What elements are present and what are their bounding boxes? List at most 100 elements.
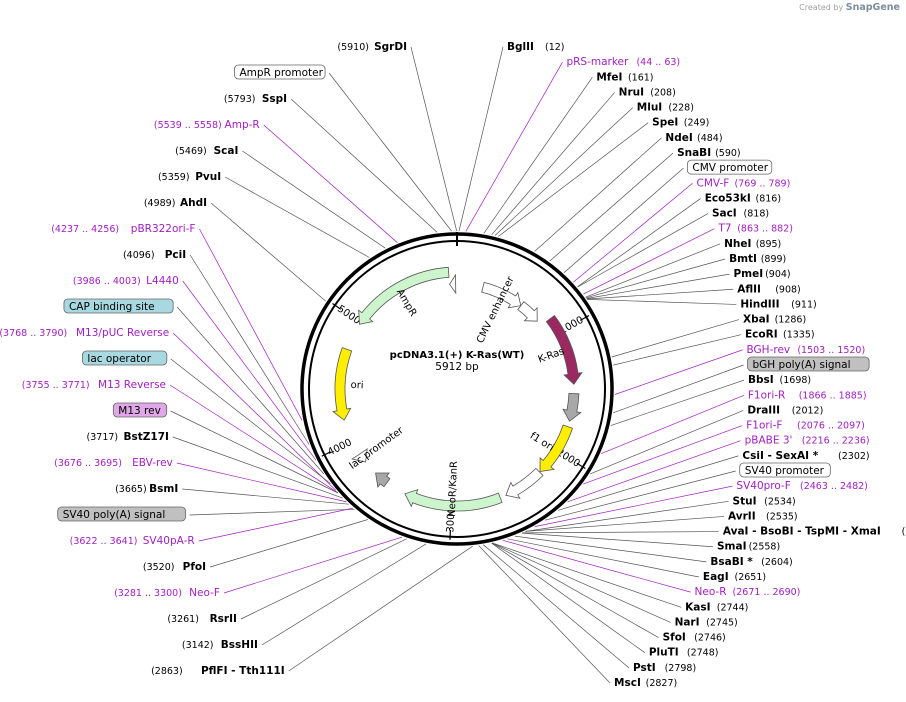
sv40-poly-a-signal-feature[interactable] bbox=[375, 472, 391, 488]
sgrdi-leader bbox=[410, 46, 458, 232]
site-cmv-promoter[interactable]: CMV promoter bbox=[686, 159, 773, 175]
bmti-leader bbox=[585, 258, 726, 299]
bbsi-position: (1698) bbox=[780, 375, 812, 386]
sv40pa-r-leader bbox=[198, 507, 354, 542]
spei-position: (249) bbox=[684, 118, 710, 129]
site-sspi[interactable]: SspI(5793) bbox=[224, 93, 287, 105]
site-eco53ki[interactable]: Eco53kI(816) bbox=[705, 192, 781, 204]
site-spei[interactable]: SpeI(249) bbox=[652, 117, 709, 129]
saci-leader bbox=[577, 213, 709, 288]
site-pflfi-tth111i[interactable]: PflFI - Tth111I(2863) bbox=[151, 665, 285, 677]
site-hindiii[interactable]: HindIII(911) bbox=[740, 298, 816, 310]
site-smai[interactable]: SmaI(2558) bbox=[717, 541, 780, 553]
site-bsabi[interactable]: BsaBI *(2604) bbox=[710, 556, 792, 568]
site-t7[interactable]: T7(863 .. 882) bbox=[717, 223, 793, 235]
site-bmti[interactable]: BmtI(899) bbox=[729, 253, 786, 265]
site-kasi[interactable]: KasI(2744) bbox=[685, 601, 748, 613]
f1-ori-feature[interactable] bbox=[539, 424, 574, 472]
site-rsrii[interactable]: RsrII(3261) bbox=[167, 613, 237, 625]
site-sv40pa-r[interactable]: SV40pA-R(3622 .. 3641) bbox=[70, 535, 195, 547]
site-mlui[interactable]: MluI(228) bbox=[637, 102, 694, 114]
site-stui[interactable]: StuI(2534) bbox=[733, 495, 796, 507]
site-cmv-f[interactable]: CMV-F(769 .. 789) bbox=[697, 177, 791, 189]
site-pcii[interactable]: PciI(4096) bbox=[123, 249, 186, 261]
site-eagi[interactable]: EagI(2651) bbox=[703, 571, 766, 583]
site-sfoi[interactable]: SfoI(2746) bbox=[663, 632, 726, 644]
cmv-promoter-leader bbox=[563, 167, 684, 273]
site-avai-bsobi-tspmi-xmai[interactable]: AvaI - BsoBI - TspMI - XmaI(2556) bbox=[723, 526, 906, 538]
k-ras-feature[interactable] bbox=[545, 314, 583, 385]
site-ampr-promoter[interactable]: AmpR promoter bbox=[234, 64, 326, 80]
site-bgh-rev[interactable]: BGH-rev(1503 .. 1520) bbox=[747, 344, 866, 356]
ebv-rev-position: (3676 .. 3695) bbox=[54, 458, 122, 469]
site-f1ori-f[interactable]: F1ori-F(2076 .. 2097) bbox=[746, 420, 865, 432]
site-sgrdi[interactable]: SgrDI(5910) bbox=[337, 41, 407, 53]
site-ahdi[interactable]: AhdI(4989) bbox=[144, 197, 207, 209]
ampr-promoter-feature[interactable] bbox=[449, 273, 457, 295]
site-bsmi[interactable]: BsmI(3665) bbox=[115, 483, 178, 495]
site-msci[interactable]: MscI(2827) bbox=[614, 677, 677, 689]
site-ndei[interactable]: NdeI(484) bbox=[665, 132, 722, 144]
site-neo-f[interactable]: Neo-F(3281 .. 3300) bbox=[114, 587, 220, 599]
site-draiii[interactable]: DraIII(2012) bbox=[747, 404, 823, 416]
site-pluti[interactable]: PluTI(2748) bbox=[649, 647, 719, 659]
site-scai[interactable]: ScaI(5469) bbox=[175, 145, 238, 157]
site-bgh-poly-a-signal[interactable]: bGH poly(A) signal bbox=[747, 356, 870, 372]
site-aflii[interactable]: AflII(908) bbox=[737, 283, 801, 295]
site-pbabe-3[interactable]: pBABE 3'(2216 .. 2236) bbox=[745, 435, 870, 447]
cmv-promoter-feature[interactable] bbox=[517, 301, 538, 322]
site-l4440[interactable]: L4440(3986 .. 4003) bbox=[73, 275, 179, 287]
ori-feature[interactable] bbox=[332, 347, 353, 421]
site-prs-marker[interactable]: pRS-marker(44 .. 63) bbox=[566, 56, 680, 68]
site-bglii[interactable]: BglII(12) bbox=[507, 41, 565, 53]
csii-sexai-leader bbox=[558, 455, 739, 511]
site-pvui[interactable]: PvuI(5359) bbox=[158, 171, 221, 183]
site-sv40pro-f[interactable]: SV40pro-F(2463 .. 2482) bbox=[736, 480, 867, 492]
sv40-promoter-box bbox=[739, 462, 831, 478]
sv40pro-f-name: SV40pro-F bbox=[736, 480, 790, 492]
site-m13-puc-reverse[interactable]: M13/pUC Reverse(3768 .. 3790) bbox=[0, 327, 169, 339]
site-f1ori-r[interactable]: F1ori-R(1866 .. 1885) bbox=[748, 389, 867, 401]
site-m13-rev[interactable]: M13 rev bbox=[112, 402, 168, 418]
site-pfoi[interactable]: PfoI(3520) bbox=[143, 561, 206, 573]
site-pmei[interactable]: PmeI(904) bbox=[733, 268, 790, 280]
site-m13-reverse[interactable]: M13 Reverse(3755 .. 3771) bbox=[22, 379, 166, 391]
site-ebv-rev[interactable]: EBV-rev(3676 .. 3695) bbox=[54, 457, 173, 469]
site-cap-binding-site[interactable]: CAP binding site bbox=[63, 298, 174, 314]
cmv-enhancer-feature[interactable] bbox=[481, 281, 522, 309]
site-avrii[interactable]: AvrII(2535) bbox=[728, 510, 798, 522]
bgh-poly-a-signal-feature[interactable] bbox=[562, 392, 582, 422]
prs-marker-name: pRS-marker bbox=[566, 56, 629, 68]
site-sv40-poly-a-signal[interactable]: SV40 poly(A) signal bbox=[57, 506, 186, 522]
site-mfei[interactable]: MfeI(161) bbox=[596, 71, 653, 83]
site-lac-operator[interactable]: lac operator bbox=[82, 350, 168, 366]
site-saci[interactable]: SacI(818) bbox=[712, 208, 769, 220]
site-nrui[interactable]: NruI(208) bbox=[619, 86, 676, 98]
tick-mark bbox=[332, 303, 342, 310]
site-pbr322ori-f[interactable]: pBR322ori-F(4237 .. 4256) bbox=[51, 223, 195, 235]
site-csii-sexai[interactable]: CsiI - SexAI *(2302) bbox=[742, 450, 869, 462]
pmei-name: PmeI bbox=[733, 268, 763, 280]
site-ecori[interactable]: EcoRI(1335) bbox=[745, 329, 815, 341]
site-bbsi[interactable]: BbsI(1698) bbox=[748, 374, 811, 386]
bgh-rev-position: (1503 .. 1520) bbox=[797, 345, 865, 356]
site-bsshii[interactable]: BssHII(3142) bbox=[182, 639, 258, 651]
site-xbai[interactable]: XbaI(1286) bbox=[743, 314, 806, 326]
bsabi-position: (2604) bbox=[761, 557, 793, 568]
eagi-name: EagI bbox=[703, 571, 729, 583]
site-nari[interactable]: NarI(2745) bbox=[675, 616, 738, 628]
site-snabi[interactable]: SnaBI(590) bbox=[677, 147, 741, 159]
site-neo-r[interactable]: Neo-R(2671 .. 2690) bbox=[695, 586, 801, 598]
lac-promoter-feature[interactable] bbox=[351, 448, 368, 463]
sspi-name: SspI bbox=[262, 93, 287, 105]
site-nhei[interactable]: NheI(895) bbox=[724, 238, 781, 250]
tick-label: 4000 bbox=[326, 437, 354, 458]
neor-kanr-feature[interactable] bbox=[404, 488, 503, 512]
sv40-promoter-feature[interactable] bbox=[505, 467, 544, 499]
site-psti[interactable]: PstI(2798) bbox=[633, 662, 696, 674]
site-bstz17i[interactable]: BstZ17I(3717) bbox=[87, 431, 169, 443]
site-amp-r[interactable]: Amp-R(5539 .. 5558) bbox=[154, 119, 260, 131]
ampr-feature[interactable] bbox=[358, 266, 450, 325]
site-sv40-promoter[interactable]: SV40 promoter bbox=[739, 462, 831, 478]
sv40pa-r-position: (3622 .. 3641) bbox=[70, 536, 138, 547]
